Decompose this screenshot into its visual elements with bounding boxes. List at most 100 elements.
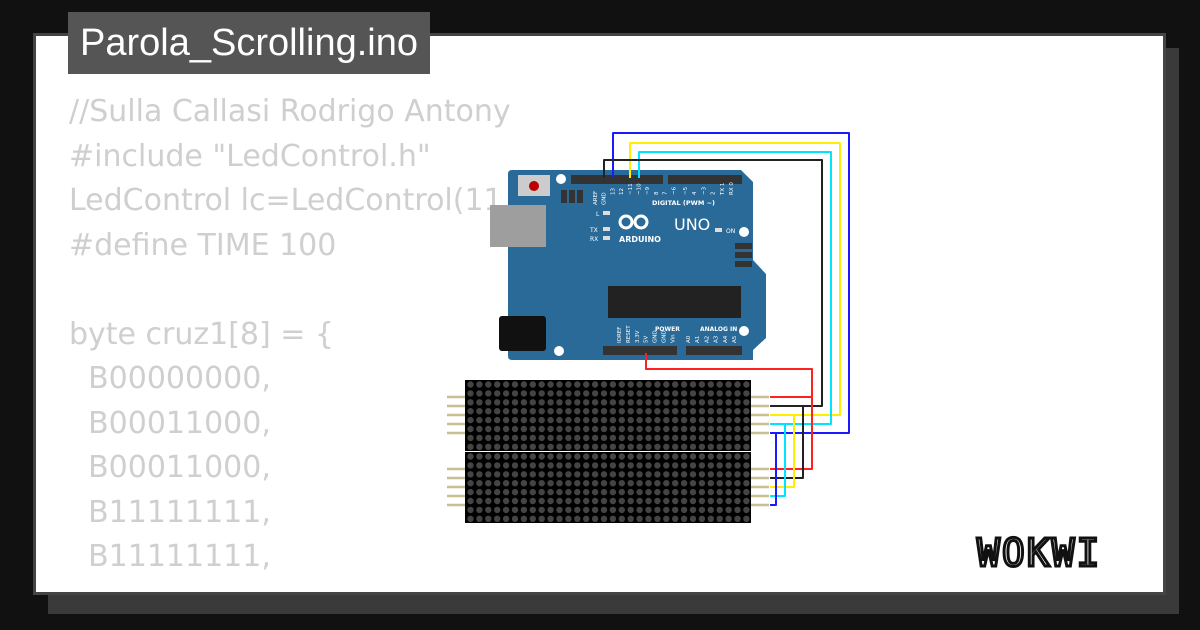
led-dot [583,488,590,496]
led-dot [689,381,697,388]
led-dot [689,434,697,442]
led-dot [574,462,581,469]
led-dot [494,434,501,442]
led-dot [716,381,723,388]
led-dot [476,443,483,450]
led-dot [485,408,492,415]
led-dot [716,497,723,505]
led-dot [716,425,723,433]
led-dot [520,506,528,514]
led-dot [609,506,617,514]
led-dot [529,381,536,388]
led-dot [574,425,581,433]
led-dot [547,416,554,424]
led-dot [618,443,625,450]
led-dot [600,497,608,505]
led-dot [645,390,652,397]
led-dot [734,462,741,469]
led-dot [556,462,563,469]
led-dot [680,462,688,469]
led-dot [520,425,528,433]
led-dot [467,416,474,424]
led-dot [547,462,554,469]
led-dot [583,443,590,450]
led-dot [591,488,599,496]
led-dot [680,480,688,487]
led-dot [618,408,625,415]
led-dot [494,480,501,487]
led-dot [618,471,625,478]
led-dot [538,408,545,415]
led-dot [511,416,519,424]
led-dot [680,390,688,397]
led-dot [627,471,634,478]
led-dot [520,480,528,487]
led-dot [476,462,483,469]
led-dot [467,462,474,469]
led-dot [547,434,554,442]
led-dot [600,408,608,415]
led-dot [529,408,536,415]
led-dot [591,399,599,406]
led-dot [600,453,608,460]
led-dot [476,480,483,487]
led-dot [636,462,643,469]
code-line: B11111111, [69,494,271,530]
led-dot [511,453,519,460]
led-dot [591,506,599,514]
led-dot [663,408,670,415]
led-dot [716,399,723,406]
led-dot [467,381,474,388]
led-dot [485,515,492,522]
led-dot [529,506,536,514]
led-dot [485,497,492,505]
led-dot [600,443,608,450]
led-dot [743,408,750,415]
led-dot [591,462,599,469]
led-label: L [596,211,600,218]
pin-label: 7 [663,191,669,195]
led-dot [485,434,492,442]
led-dot [538,480,545,487]
led-dot [467,488,474,496]
led-dot [529,425,536,433]
code-line: //Sulla Callasi Rodrigo Antony [69,94,511,129]
led-dot [743,453,750,460]
pin-label: 12 [619,188,625,195]
code-line: B00011000, [69,405,271,441]
led-dot [476,434,483,442]
pin-label: A3 [714,335,720,343]
led-dot [716,515,723,522]
led-dot [654,506,661,514]
wokwi-logo-text: WOKWI [977,531,1101,575]
led-dot [574,488,581,496]
led-dot [583,399,590,406]
led-dot [485,506,492,514]
led-dot [547,443,554,450]
led-dot [645,506,652,514]
led-dot [529,515,536,522]
led-dot [627,506,634,514]
led-dot [600,390,608,397]
code-line: B00011000, [69,450,271,485]
led-dot [565,381,572,388]
led-dot [672,497,679,505]
led-dot [494,443,501,450]
led-dot [716,443,723,450]
led-dot [680,381,688,388]
led-dot [538,453,545,460]
led-dot [520,434,528,442]
led-dot [609,381,617,388]
led-dot [494,408,501,415]
led-dot [689,399,697,406]
led-dot [680,416,688,424]
led-dot [698,488,706,496]
pin-label: A5 [732,335,738,343]
led-dot [645,416,652,424]
led-dot [502,453,510,460]
reset-icon [529,181,539,191]
led-dot [689,462,697,469]
led-dot [476,381,483,388]
led-dot [707,497,714,505]
pin-label: ~3 [701,186,707,195]
